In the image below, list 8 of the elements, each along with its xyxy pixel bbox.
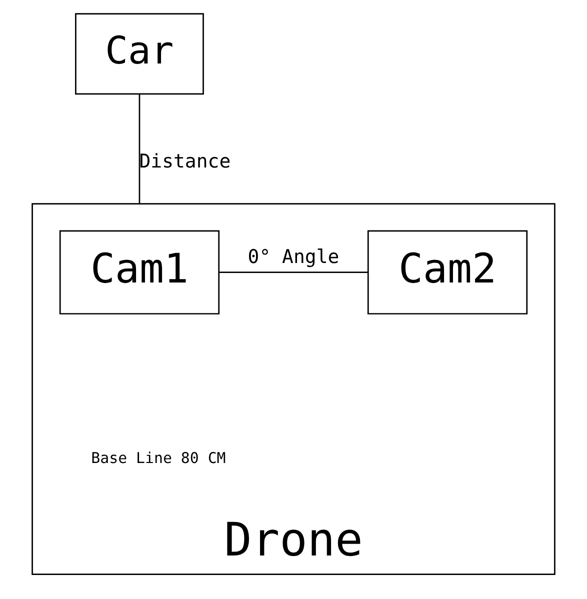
connector [138, 94, 140, 204]
node-box: Cam2 [367, 230, 528, 314]
node-box: Car [75, 13, 204, 95]
label: Base Line 80 CM [91, 448, 226, 467]
edge-label: Distance [139, 150, 231, 172]
connector [219, 272, 368, 274]
node-box: Cam1 [59, 230, 220, 314]
edge-label: 0° Angle [248, 246, 340, 268]
